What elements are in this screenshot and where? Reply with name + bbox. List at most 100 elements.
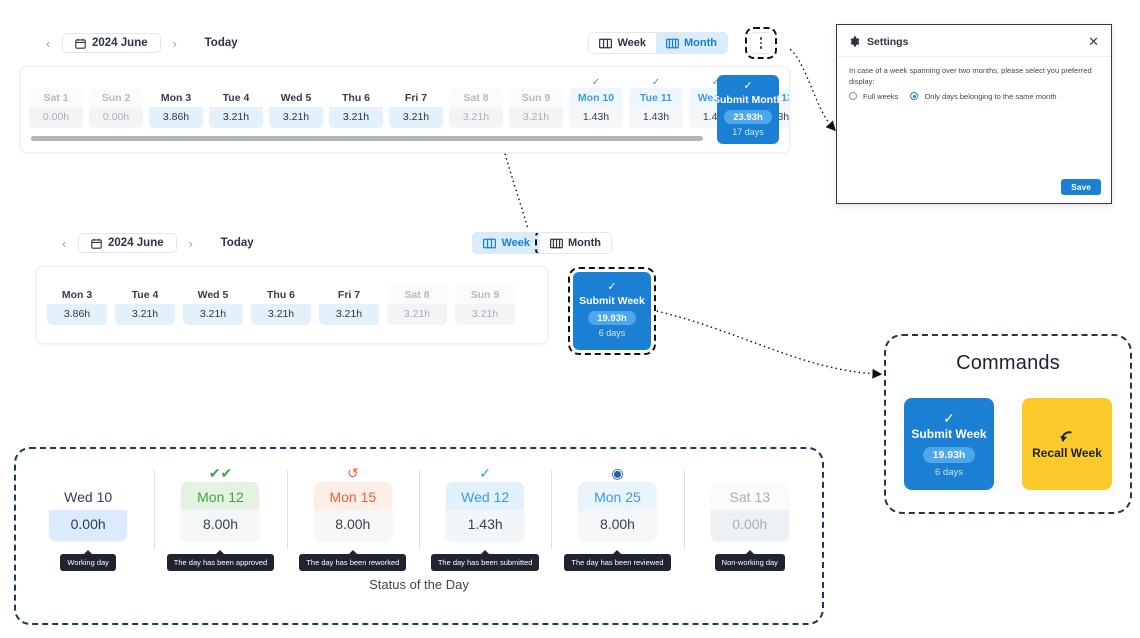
month-day-cell[interactable]: ✓Sat 83.21h bbox=[449, 77, 503, 128]
month-picker[interactable]: 2024 June bbox=[62, 33, 161, 53]
month-day-cell[interactable]: ✓Mon 33.86h bbox=[149, 77, 203, 128]
tab-week-label: Week bbox=[501, 237, 531, 249]
day-hours: 3.21h bbox=[509, 107, 563, 128]
submit-week-command-label: Submit Week bbox=[911, 426, 987, 441]
status-tooltip: The day has been submitted bbox=[430, 550, 540, 571]
next-week-button[interactable]: › bbox=[188, 235, 193, 251]
next-month-button[interactable]: › bbox=[172, 35, 177, 51]
day-name: Fri 7 bbox=[389, 88, 443, 107]
day-hours: 1.43h bbox=[629, 107, 683, 128]
status-day-hours: 0.00h bbox=[710, 510, 789, 541]
day-name: Sat 8 bbox=[449, 88, 503, 107]
status-day-name: Wed 12 bbox=[446, 482, 525, 510]
month-day-cell[interactable]: ✓Sun 20.00h bbox=[89, 77, 143, 128]
day-check-icon: ✓ bbox=[591, 77, 601, 88]
settings-options: Full weeks Only days belonging to the sa… bbox=[849, 92, 1099, 101]
radio-full-weeks[interactable] bbox=[849, 92, 857, 101]
prev-week-button[interactable]: ‹ bbox=[61, 235, 67, 251]
status-day-hours: 8.00h bbox=[313, 510, 392, 541]
week-month-picker[interactable]: 2024 June bbox=[78, 233, 177, 253]
tab-month[interactable]: Month bbox=[656, 33, 727, 53]
commands-row: ✓ Submit Week 19.93h 6 days Recall Week bbox=[886, 393, 1130, 495]
submit-month-button[interactable]: ✓ Submit Month 23.93h 17 days bbox=[713, 75, 783, 144]
eye-icon: ◉ bbox=[611, 465, 624, 481]
close-icon[interactable]: ✕ bbox=[1088, 34, 1099, 49]
month-day-cell[interactable]: ✓Fri 73.21h bbox=[389, 77, 443, 128]
calendar-icon bbox=[75, 38, 86, 49]
day-hours: 3.86h bbox=[47, 304, 107, 325]
tab-month[interactable]: Month bbox=[535, 233, 612, 253]
day-name: Thu 6 bbox=[329, 88, 383, 107]
overflow-menu-button[interactable] bbox=[745, 27, 777, 59]
day-hours: 3.21h bbox=[115, 304, 175, 325]
status-day-name: Mon 25 bbox=[578, 482, 657, 510]
day-hours: 3.21h bbox=[329, 107, 383, 128]
settings-dialog-body: In case of a week spanning over two mont… bbox=[837, 57, 1111, 110]
prev-month-button[interactable]: ‹ bbox=[45, 35, 51, 51]
submit-week-button[interactable]: ✓ Submit Week 19.93h 6 days bbox=[568, 267, 656, 355]
submit-month-days: 17 days bbox=[732, 127, 764, 137]
day-check-icon: ✓ bbox=[269, 77, 323, 88]
day-hours: 3.21h bbox=[389, 107, 443, 128]
radio-same-month-label: Only days belonging to the same month bbox=[924, 91, 1057, 101]
day-name: Mon 10 bbox=[569, 88, 623, 107]
month-days-strip[interactable]: ✓Sat 10.00h✓Sun 20.00h✓Mon 33.86h✓Tue 43… bbox=[21, 67, 789, 134]
day-name: Thu 6 bbox=[251, 285, 311, 304]
double-check-icon: ✔✔ bbox=[208, 465, 233, 481]
settings-dialog: Settings ✕ In case of a week spanning ov… bbox=[836, 24, 1112, 204]
week-today-button[interactable]: Today bbox=[220, 237, 254, 249]
horizontal-scrollbar[interactable] bbox=[31, 136, 703, 141]
tab-week[interactable]: Week bbox=[589, 33, 657, 53]
week-toolbar: ‹ 2024 June › Today Week bbox=[36, 228, 656, 258]
day-name: Tue 4 bbox=[115, 285, 175, 304]
commands-title: Commands bbox=[956, 352, 1060, 374]
day-name: Tue 4 bbox=[209, 88, 263, 107]
month-grid-icon bbox=[550, 238, 563, 248]
tab-month-label: Month bbox=[684, 37, 717, 49]
month-day-cell[interactable]: ✓Tue 43.21h bbox=[209, 77, 263, 128]
kebab-dot bbox=[759, 41, 763, 45]
month-day-cell[interactable]: ✓Wed 53.21h bbox=[269, 77, 323, 128]
kebab-dot bbox=[759, 37, 763, 40]
month-day-cell[interactable]: ✓Sat 10.00h bbox=[29, 77, 83, 128]
submit-month-hours: 23.93h bbox=[724, 110, 772, 124]
today-button[interactable]: Today bbox=[204, 37, 238, 49]
status-day-name: Mon 12 bbox=[181, 482, 260, 510]
tab-week[interactable]: Week bbox=[473, 233, 541, 253]
radio-same-month[interactable] bbox=[910, 92, 919, 101]
submit-week-command-button[interactable]: ✓ Submit Week 19.93h 6 days bbox=[904, 398, 994, 490]
status-day-hours: 8.00h bbox=[578, 510, 657, 541]
day-name: Mon 3 bbox=[149, 88, 203, 107]
month-day-cell[interactable]: ✓Sun 93.21h bbox=[509, 77, 563, 128]
submit-week-label: Submit Week bbox=[579, 295, 645, 307]
save-button[interactable]: Save bbox=[1061, 179, 1101, 195]
month-day-cell[interactable]: ✓Thu 63.21h bbox=[329, 77, 383, 128]
day-hours: 0.00h bbox=[89, 107, 143, 128]
recall-week-command-box: Recall Week bbox=[1017, 393, 1117, 495]
recall-week-command-button[interactable]: Recall Week bbox=[1022, 398, 1112, 490]
month-days-panel: ✓Sat 10.00h✓Sun 20.00h✓Mon 33.86h✓Tue 43… bbox=[20, 66, 790, 153]
status-day-hours: 8.00h bbox=[181, 510, 260, 541]
month-toolbar: ‹ 2024 June › Today Week bbox=[20, 27, 790, 59]
